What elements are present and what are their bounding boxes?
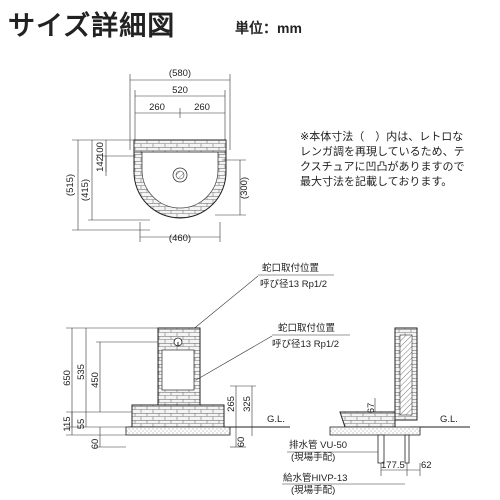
page-title: サイズ詳細図 xyxy=(8,11,176,42)
front-view: 蛇口取付位置 呼び径13 Rp1/2 650 535 450 xyxy=(62,262,334,449)
dim-520: 520 xyxy=(172,85,188,96)
dim-650: 650 xyxy=(62,370,73,386)
dim-100: 100 xyxy=(95,142,106,158)
dim-515: (515) xyxy=(65,174,76,196)
dim-300: (300) xyxy=(239,177,250,199)
pillar-panel xyxy=(161,349,195,391)
drain-pipe-note: (現場手配) xyxy=(291,451,335,463)
basin-front xyxy=(131,404,225,428)
unit-label: 単位：mm xyxy=(235,20,302,36)
faucet-spec-2: 呼び径13 Rp1/2 xyxy=(272,338,339,350)
dim-60-side: 60 xyxy=(236,437,247,448)
dim-142: 142 xyxy=(95,156,106,172)
gl-label-left: G.L. xyxy=(267,414,285,425)
dim-325: 325 xyxy=(242,396,253,412)
drain-pipe-shape xyxy=(377,434,385,464)
base-plinth xyxy=(125,426,231,436)
supply-pipe-shape xyxy=(404,434,410,464)
dim-535: 535 xyxy=(76,364,87,380)
dim-460: (460) xyxy=(169,233,191,244)
drain-pipe-label: 排水管 VU-50 xyxy=(289,439,347,451)
dim-415: (415) xyxy=(80,179,91,201)
side-view: 蛇口取付位置 呼び径13 Rp1/2 G.L. G.L. 265 325 60 xyxy=(195,322,470,496)
side-plinth xyxy=(329,426,421,436)
faucet-spec-1: 呼び径13 Rp1/2 xyxy=(260,278,327,290)
dimension-note: ※本体寸法（ ）内は、レトロなレンガ調を再現しているため、テクスチュアに凹凸があ… xyxy=(300,131,465,188)
dim-450: 450 xyxy=(90,372,101,388)
dim-1775: 177.5 xyxy=(381,460,405,471)
supply-pipe-note: (現場手配) xyxy=(291,484,335,496)
dim-260-left: 260 xyxy=(149,102,165,113)
faucet-title-2: 蛇口取付位置 xyxy=(278,322,335,334)
dim-260-right: 260 xyxy=(194,102,210,113)
dim-60-front: 60 xyxy=(90,439,101,450)
dim-67: 67 xyxy=(366,403,377,414)
dim-115: 115 xyxy=(62,416,73,431)
dim-55: 55 xyxy=(76,419,87,430)
dim-580: (580) xyxy=(169,68,191,79)
supply-pipe-label: 給水管HIVP-13 xyxy=(283,472,347,484)
top-view: (580) 520 260 260 (515) (415) xyxy=(65,68,250,244)
gl-label-right: G.L. xyxy=(440,414,458,425)
faucet-title-1: 蛇口取付位置 xyxy=(262,262,319,274)
dim-62: 62 xyxy=(421,460,432,471)
dim-265: 265 xyxy=(226,396,237,412)
